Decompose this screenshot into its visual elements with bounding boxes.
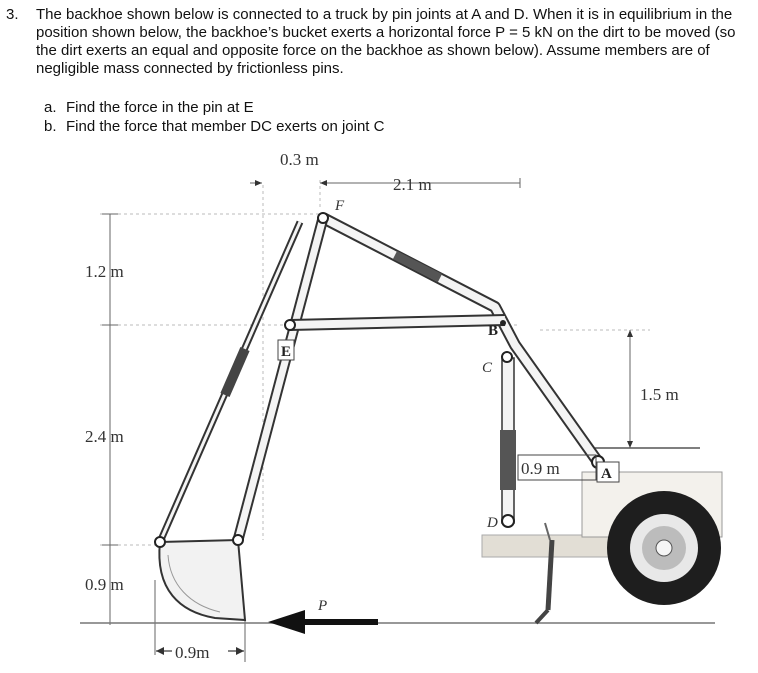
part-a-text: Find the force in the pin at E: [66, 99, 254, 116]
link-eb: [289, 314, 506, 331]
dim-left-upper: 1.2 m: [85, 262, 124, 281]
label-f: F: [334, 198, 345, 214]
label-a: A: [601, 466, 612, 482]
part-b-text: Find the force that member DC exerts on …: [66, 118, 385, 135]
dc-cylinder: [500, 357, 516, 524]
pin-b: [500, 320, 506, 326]
part-b: b. Find the force that member DC exerts o…: [44, 118, 384, 136]
problem-text: The backhoe shown below is connected to …: [36, 6, 736, 77]
part-a: a. Find the force in the pin at E: [44, 99, 254, 117]
label-box-e: [277, 339, 295, 361]
part-b-letter: b.: [44, 118, 57, 135]
stick: [232, 216, 329, 542]
problem-number: 3.: [6, 6, 19, 23]
label-b: B: [488, 323, 498, 339]
dim-top-right: 2.1 m: [393, 175, 432, 194]
label-e: E: [281, 344, 291, 360]
dimension-lines: [102, 178, 631, 662]
dim-top-left: 0.3 m: [280, 150, 319, 169]
force-arrow-p: [268, 610, 378, 634]
part-a-letter: a.: [44, 99, 57, 116]
dim-left-middle: 2.4 m: [85, 427, 124, 446]
label-c: C: [482, 360, 493, 376]
label-p: P: [317, 598, 327, 614]
dim-right: 1.5 m: [640, 385, 679, 404]
bucket: [158, 538, 247, 622]
label-box-mid: [517, 454, 597, 481]
bucket-cylinder: [156, 220, 304, 544]
label-box-a: [596, 461, 620, 483]
dim-mid: 0.9 m: [521, 459, 560, 478]
truck-wheel: [607, 491, 721, 605]
dim-left-lower: 0.9 m: [85, 575, 124, 594]
label-d: D: [486, 515, 498, 531]
boom: [320, 212, 603, 466]
dim-bottom: 0.9m: [175, 643, 209, 662]
